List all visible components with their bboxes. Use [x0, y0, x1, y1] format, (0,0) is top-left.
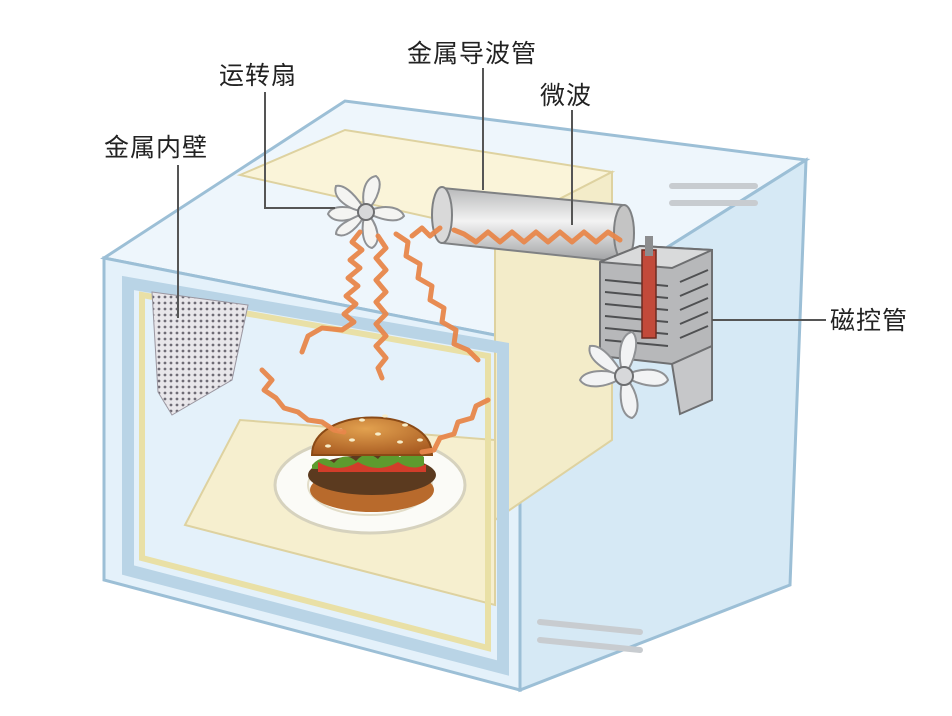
microwave-paths — [259, 225, 623, 455]
label-stirrer-fan: 运转扇 — [219, 61, 297, 90]
label-magnetron: 磁控管 — [830, 306, 908, 335]
metal-wall-perforation — [151, 291, 249, 416]
leader-stirrer-fan — [264, 92, 335, 209]
leader-lines — [177, 68, 826, 321]
vent-slots-bottom — [537, 619, 643, 653]
label-waveguide: 金属导波管 — [407, 39, 537, 68]
waveguide-tube — [431, 186, 635, 264]
vent-slots-top — [669, 183, 758, 206]
label-microwave: 微波 — [540, 81, 592, 110]
magnetron-icon — [599, 236, 713, 366]
fan-icon — [326, 174, 406, 250]
label-metal-wall: 金属内壁 — [104, 133, 208, 162]
cooling-fan-icon — [578, 330, 670, 420]
hamburger-icon — [308, 414, 436, 512]
